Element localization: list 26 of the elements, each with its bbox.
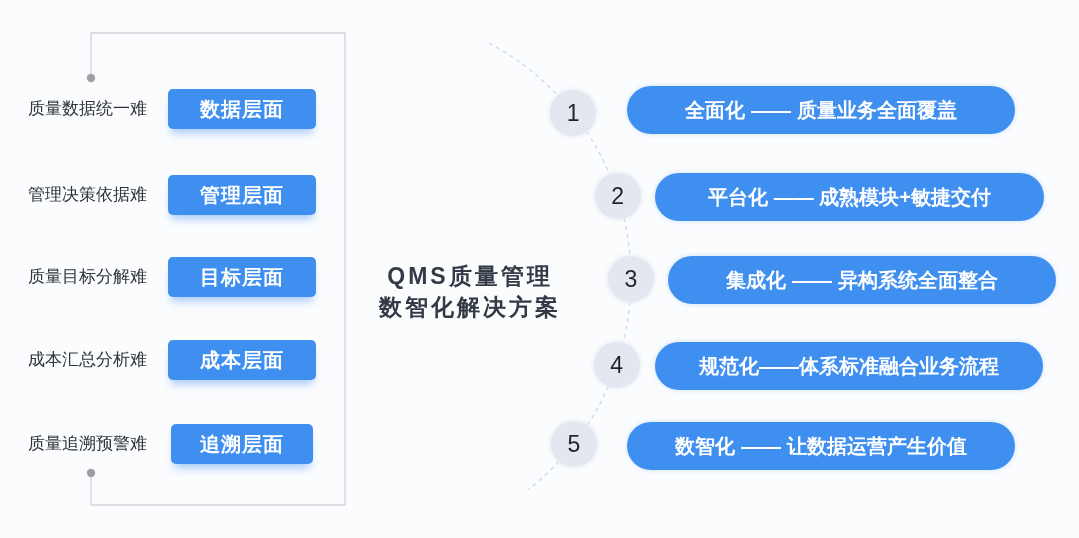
- feature-pill: 平台化 —— 成熟模块+敏捷交付: [655, 173, 1044, 221]
- dashed-arc-line: [488, 42, 559, 97]
- step-number-circle: 2: [594, 173, 641, 219]
- dashed-arc-line: [586, 385, 610, 426]
- feature-pill: 规范化——体系标准融合业务流程: [655, 342, 1043, 390]
- problem-text: 管理决策依据难: [28, 184, 147, 206]
- feature-pill: 全面化 —— 质量业务全面覆盖: [627, 86, 1015, 134]
- layer-tag: 管理层面: [168, 175, 316, 215]
- layer-tag: 成本层面: [168, 340, 316, 380]
- dashed-arc-line: [622, 301, 631, 344]
- feature-pill: 数智化 —— 让数据运营产生价值: [627, 422, 1015, 470]
- step-number-circle: 1: [550, 90, 597, 136]
- layer-tag: 追溯层面: [171, 424, 313, 464]
- problem-text: 质量目标分解难: [28, 266, 147, 288]
- layer-tag: 数据层面: [168, 89, 316, 129]
- problem-text: 质量追溯预警难: [28, 433, 147, 455]
- problem-text: 质量数据统一难: [28, 98, 147, 120]
- feature-pill: 集成化 —— 异构系统全面整合: [668, 256, 1056, 304]
- problem-text: 成本汇总分析难: [28, 349, 147, 371]
- dashed-arc-line: [623, 217, 631, 257]
- layer-tag: 目标层面: [168, 257, 316, 297]
- dashed-arc-line: [527, 460, 560, 491]
- step-number-circle: 4: [593, 342, 640, 388]
- step-number-circle: 3: [608, 256, 654, 302]
- diagram-title: QMS质量管理数智化解决方案: [377, 262, 562, 322]
- step-number-circle: 5: [550, 421, 597, 467]
